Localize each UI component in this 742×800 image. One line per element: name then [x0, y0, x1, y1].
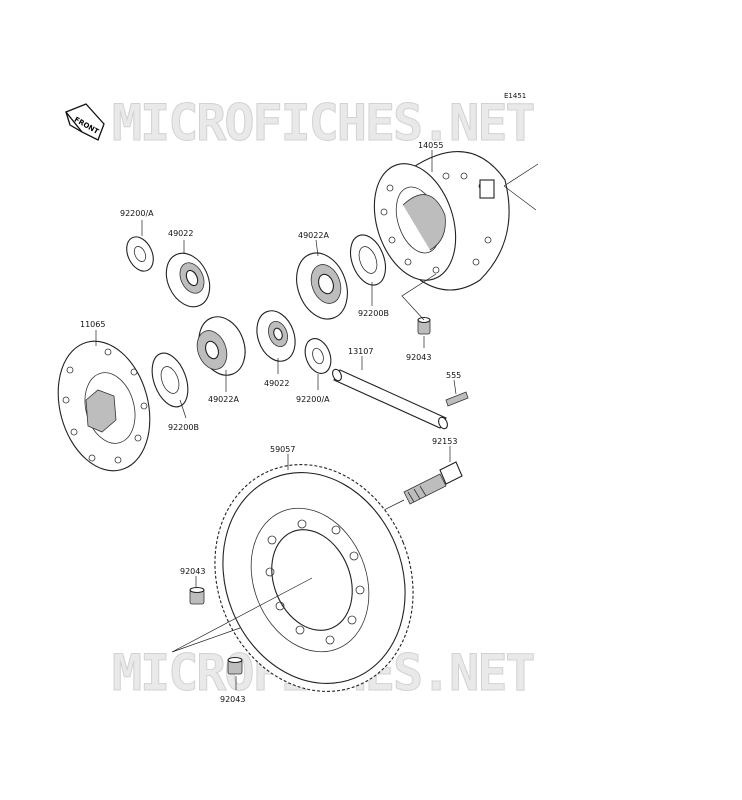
label-59057: 59057 — [270, 445, 295, 454]
label-13107: 13107 — [348, 347, 373, 356]
label-49022-bottom: 49022 — [264, 379, 289, 388]
part-11065-flange — [57, 340, 151, 472]
front-arrow-icon: FRONT — [64, 103, 105, 141]
label-92043-bottom: 92043 — [220, 695, 245, 704]
part-92200a-washer-top — [126, 236, 154, 272]
label-92043-right: 92043 — [406, 353, 431, 362]
watermark-top: MICROFICHES.NET — [112, 94, 534, 152]
part-49022-gear-bottom — [256, 310, 296, 362]
label-92153: 92153 — [432, 437, 457, 446]
part-555-pin — [445, 391, 469, 407]
label-49022-top: 49022 — [168, 229, 193, 238]
label-555: 555 — [446, 371, 461, 380]
part-92043-pin-bottom — [227, 656, 243, 675]
label-92200a-bottom: 92200/A — [296, 395, 330, 404]
part-92200a-washer-bottom — [304, 338, 332, 374]
label-92200a-top: 92200/A — [120, 209, 154, 218]
label-92200b-left: 92200B — [168, 423, 199, 432]
part-14055-case — [373, 151, 510, 291]
label-92200b-right: 92200B — [358, 309, 389, 318]
part-49022a-gear-bottom — [196, 316, 246, 376]
diagram-code: E1451 — [504, 92, 526, 100]
part-13107-shaft — [332, 368, 448, 430]
part-59057-ring-gear — [214, 464, 414, 692]
part-92200b-washer-left — [151, 352, 189, 408]
label-92043-left: 92043 — [180, 567, 205, 576]
part-92153-bolt — [403, 461, 463, 505]
label-14055: 14055 — [418, 141, 443, 150]
part-49022-gear-top — [165, 252, 211, 308]
label-49022a-top: 49022A — [298, 231, 329, 240]
label-11065: 11065 — [80, 320, 105, 329]
part-49022a-gear-top — [296, 252, 348, 320]
part-92043-pin-left — [189, 586, 205, 605]
label-49022a-bottom: 49022A — [208, 395, 239, 404]
part-92200b-washer-right — [349, 234, 387, 286]
